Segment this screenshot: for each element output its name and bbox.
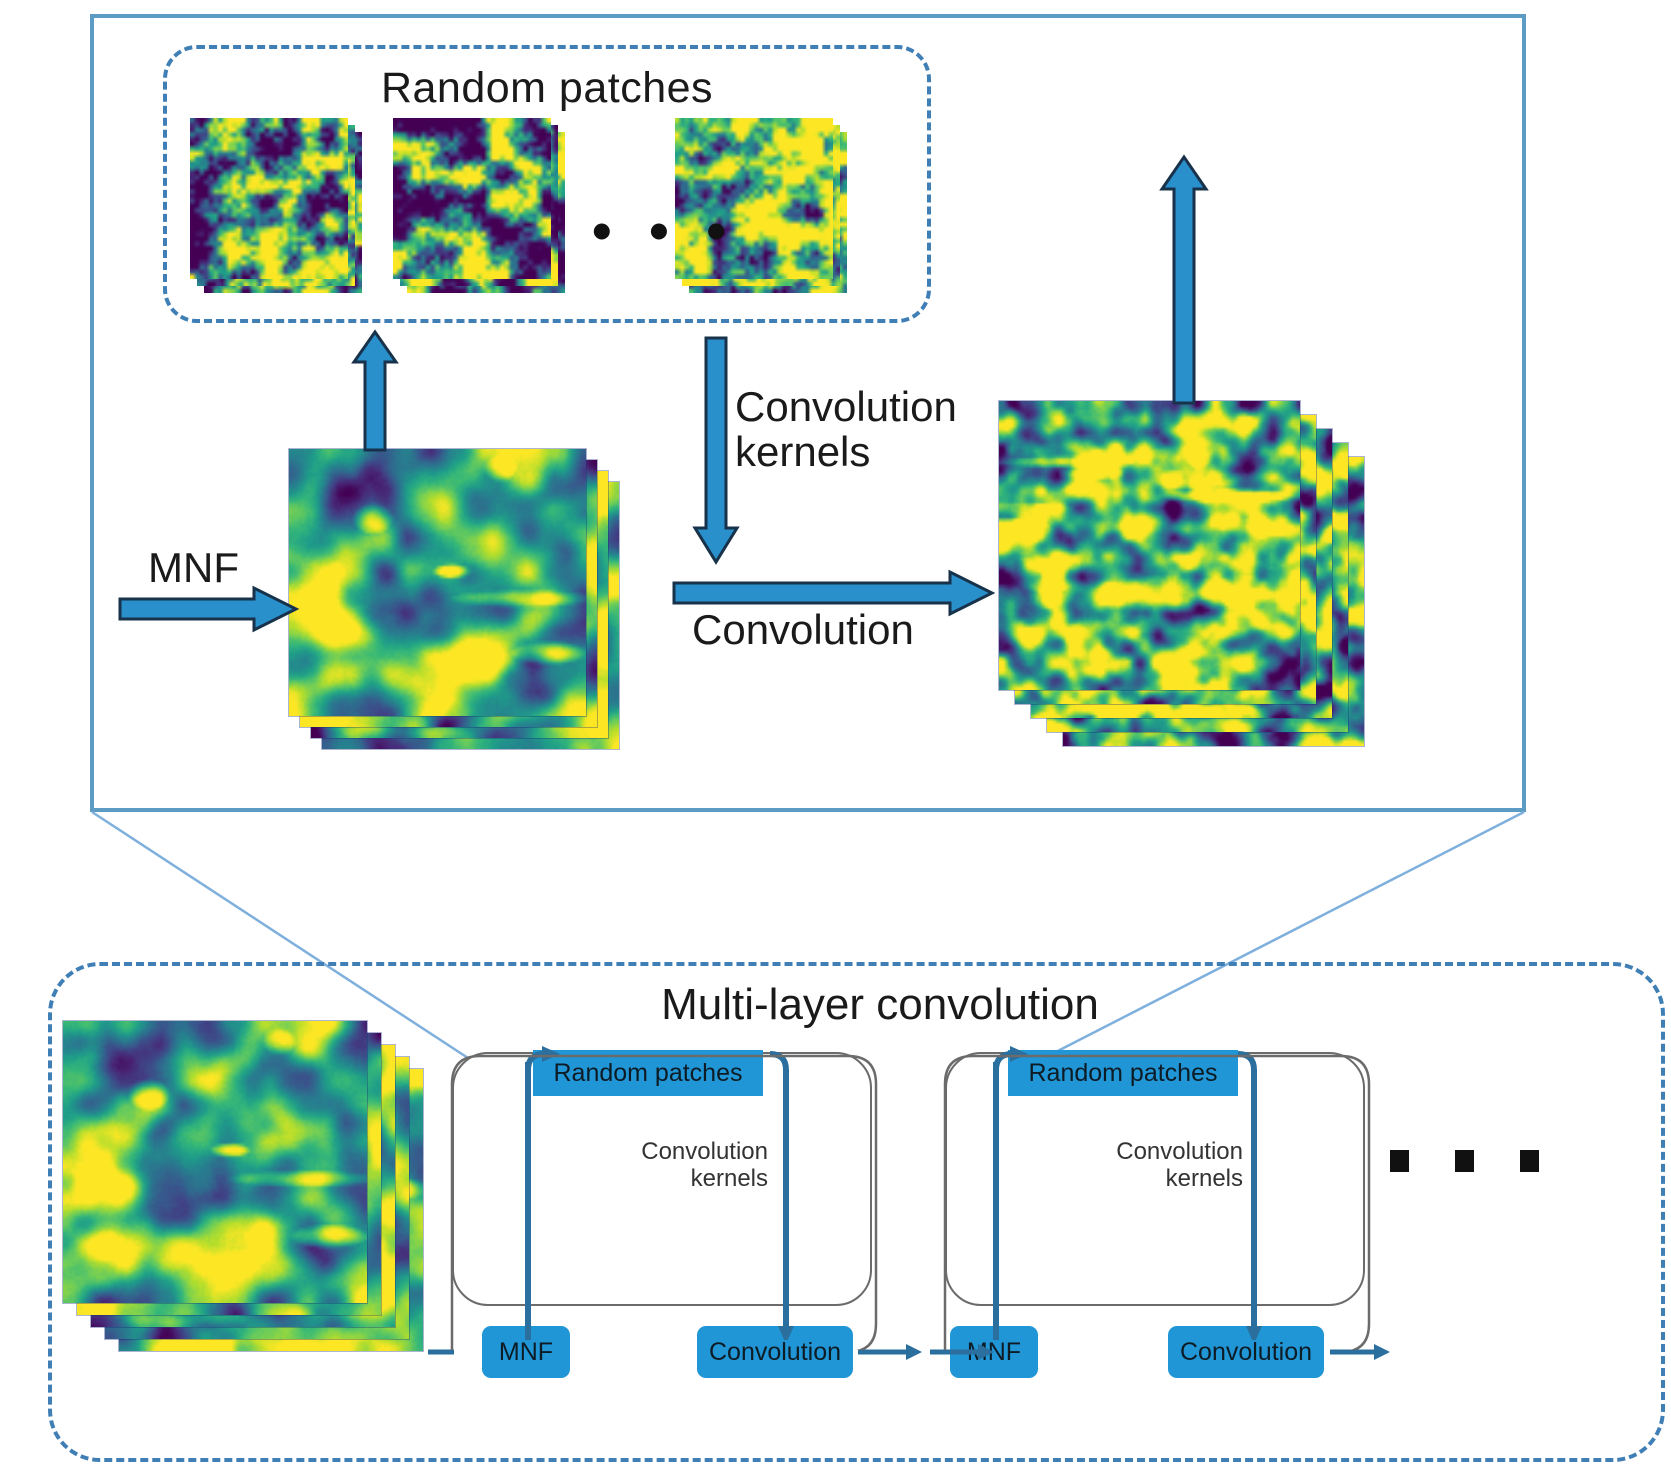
patches-ellipsis: • • • bbox=[592, 199, 737, 262]
stage-link-arrows bbox=[428, 1344, 1390, 1360]
stage2-random-patches-node[interactable]: Random patches bbox=[1008, 1050, 1238, 1096]
random-patch-thumbnail bbox=[393, 118, 565, 293]
random-patches-title: Random patches bbox=[380, 64, 714, 112]
convolution-arrow bbox=[672, 569, 996, 617]
stage-bypass-curves bbox=[450, 1054, 1371, 1350]
stage1-convolution-node[interactable]: Convolution bbox=[697, 1326, 853, 1378]
stage1-random-patches-node[interactable]: Random patches bbox=[533, 1050, 763, 1096]
patch-layer bbox=[393, 118, 551, 279]
kernels-down-arrow bbox=[692, 336, 740, 565]
multilayer-input-cube bbox=[62, 1020, 424, 1352]
patch-layer bbox=[675, 118, 833, 279]
stage1-kernels-label: Convolution kernels bbox=[641, 1138, 768, 1192]
stage2-wiring bbox=[993, 1046, 1262, 1340]
patches-up-arrow bbox=[351, 329, 399, 452]
patch-layer bbox=[190, 118, 348, 279]
random-patches-box bbox=[163, 45, 931, 323]
ellipsis-square bbox=[1520, 1150, 1539, 1172]
output-cube bbox=[998, 400, 1365, 747]
convolution-kernels-label: Convolution kernels bbox=[735, 383, 957, 475]
cube-layer bbox=[998, 400, 1301, 691]
random-patch-thumbnail bbox=[190, 118, 362, 293]
ellipsis-square bbox=[1455, 1150, 1474, 1172]
ellipsis-square bbox=[1390, 1150, 1409, 1172]
mnf-arrow bbox=[118, 585, 300, 633]
cube-layer bbox=[288, 448, 587, 717]
stage2-convolution-node[interactable]: Convolution bbox=[1168, 1326, 1324, 1378]
multi-layer-convolution-title: Multi-layer convolution bbox=[661, 980, 1099, 1029]
random-patch-thumbnail bbox=[675, 118, 847, 293]
convolution-label: Convolution bbox=[692, 606, 914, 653]
cube-layer bbox=[62, 1020, 368, 1304]
input-cube bbox=[288, 448, 620, 750]
stage1-wiring bbox=[525, 1046, 794, 1340]
output-up-arrow bbox=[1159, 154, 1209, 405]
multi-layer-convolution-box bbox=[48, 962, 1665, 1462]
mnf-label: MNF bbox=[148, 544, 239, 591]
stages-ellipsis-squares bbox=[1390, 1150, 1539, 1172]
stage2-kernels-label: Convolution kernels bbox=[1116, 1138, 1243, 1192]
